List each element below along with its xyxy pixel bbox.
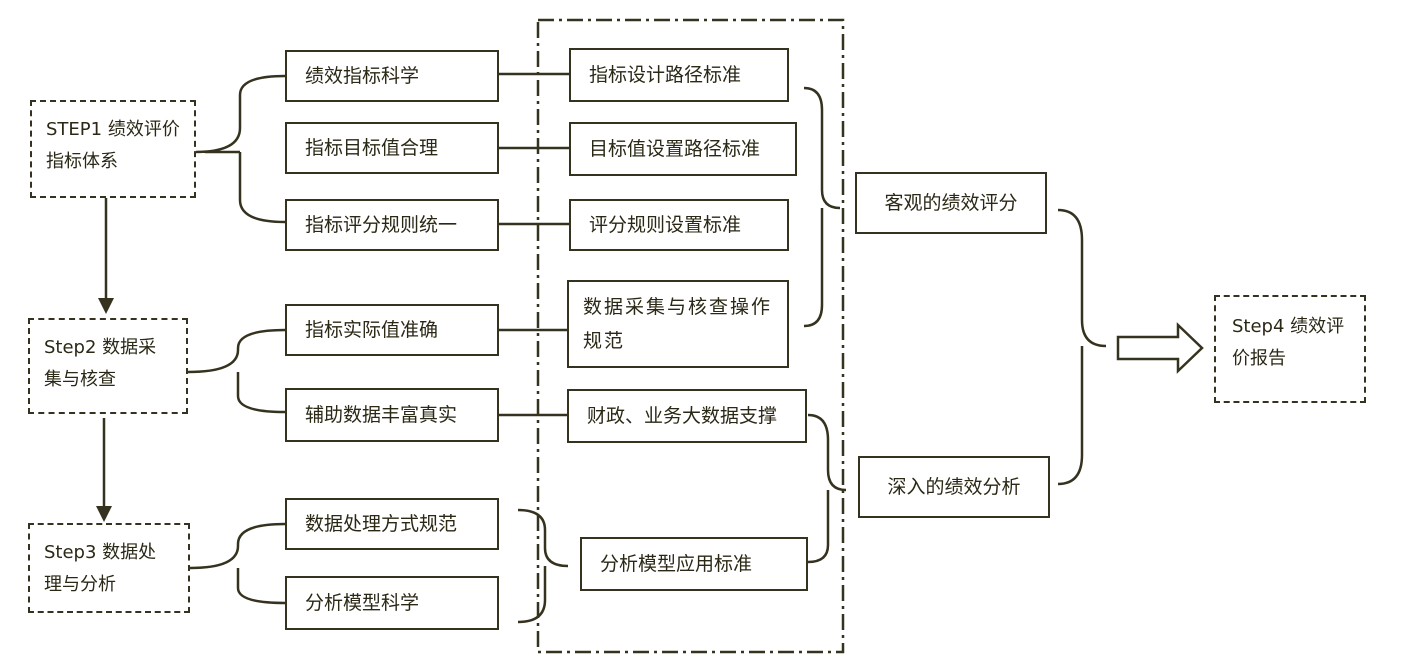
- requirement-label: 数据处理方式规范: [305, 513, 458, 535]
- brace-step4: [1057, 208, 1107, 486]
- brace-analysis-group: [517, 508, 569, 624]
- standard-label: 评分规则设置标准: [589, 214, 742, 236]
- standard-box: 财政、业务大数据支撑: [567, 389, 807, 443]
- standards-frame: [536, 18, 845, 654]
- standard-box: 评分规则设置标准: [569, 199, 789, 251]
- step1-box: STEP1 绩效评价指标体系: [30, 100, 196, 198]
- brace-objective: [803, 86, 841, 328]
- requirement-label: 辅助数据丰富真实: [305, 404, 458, 426]
- brace-step3: [189, 522, 286, 605]
- requirement-box: 数据处理方式规范: [285, 498, 499, 550]
- standard-box: 数据采集与核查操作规范: [567, 280, 789, 368]
- step4-box: Step4 绩效评价报告: [1214, 295, 1366, 403]
- step1-label: STEP1 绩效评价指标体系: [46, 119, 180, 172]
- requirement-box: 指标实际值准确: [285, 304, 499, 356]
- requirement-box: 指标评分规则统一: [285, 199, 499, 251]
- outcome-box-objective: 客观的绩效评分: [855, 172, 1047, 234]
- requirement-label: 绩效指标科学: [305, 65, 420, 87]
- outcome-label: 深入的绩效分析: [887, 476, 1021, 498]
- standard-label: 财政、业务大数据支撑: [587, 405, 778, 427]
- brace-step2: [187, 328, 286, 414]
- standard-box: 分析模型应用标准: [580, 537, 808, 591]
- requirement-label: 指标评分规则统一: [305, 214, 458, 236]
- block-arrow-icon: [1116, 322, 1204, 374]
- requirement-box: 分析模型科学: [285, 576, 499, 630]
- brace-analysis: [807, 413, 847, 564]
- step3-label: Step3 数据处理与分析: [44, 542, 157, 595]
- standard-label: 指标设计路径标准: [589, 64, 742, 86]
- outcome-box-analysis: 深入的绩效分析: [858, 456, 1050, 518]
- requirement-label: 指标目标值合理: [305, 137, 439, 159]
- step4-label: Step4 绩效评价报告: [1232, 316, 1345, 369]
- step2-label: Step2 数据采集与核查: [44, 337, 157, 390]
- requirement-box: 指标目标值合理: [285, 122, 499, 174]
- step3-box: Step3 数据处理与分析: [28, 523, 190, 613]
- brace-step1: [194, 74, 286, 224]
- requirement-box: 辅助数据丰富真实: [285, 388, 499, 442]
- standard-box: 指标设计路径标准: [569, 48, 789, 102]
- standard-box: 目标值设置路径标准: [569, 122, 797, 176]
- requirement-label: 分析模型科学: [305, 592, 420, 614]
- requirement-box: 绩效指标科学: [285, 50, 499, 102]
- step2-box: Step2 数据采集与核查: [28, 318, 188, 414]
- standard-label: 分析模型应用标准: [600, 553, 753, 575]
- outcome-label: 客观的绩效评分: [884, 192, 1018, 214]
- requirement-label: 指标实际值准确: [305, 319, 439, 341]
- standard-label: 数据采集与核查操作规范: [583, 296, 773, 352]
- standard-label: 目标值设置路径标准: [589, 138, 761, 160]
